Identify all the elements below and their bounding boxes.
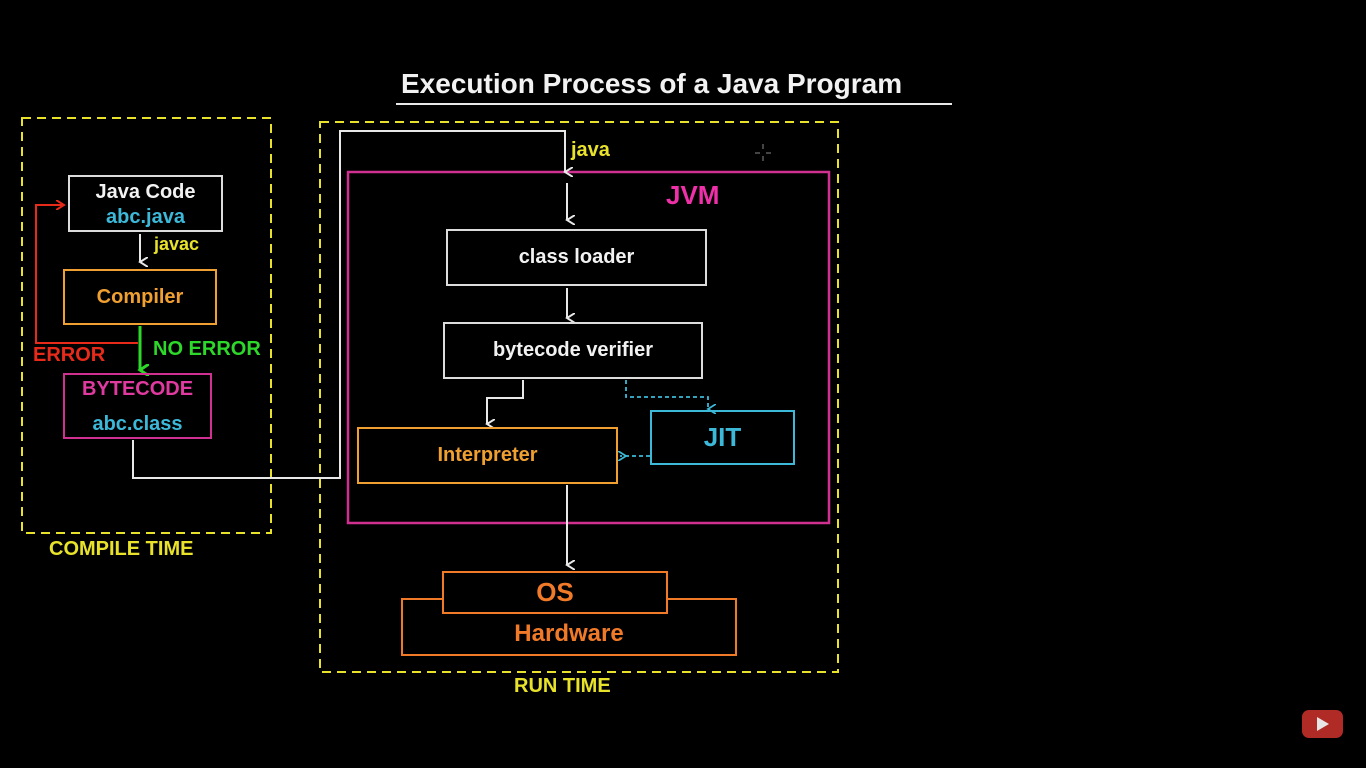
java-code-label: Java Code [95, 181, 196, 203]
os-box: OS [442, 571, 668, 614]
play-icon [1316, 717, 1329, 731]
no-error-label: NO ERROR [153, 338, 261, 360]
jvm-box [346, 170, 831, 525]
class-loader-label: class loader [518, 246, 635, 268]
hardware-label: Hardware [514, 620, 624, 647]
interpreter-label: Interpreter [437, 444, 538, 466]
compiler-box: Compiler [63, 269, 217, 325]
compile-time-region [21, 117, 272, 534]
javac-label: javac [154, 234, 200, 254]
compiler-label: Compiler [96, 285, 184, 308]
error-label: ERROR [33, 344, 106, 366]
compile-time-label: COMPILE TIME [49, 538, 194, 560]
youtube-icon[interactable] [1302, 710, 1343, 738]
page-title: Execution Process of a Java Program [401, 68, 903, 99]
interpreter-box: Interpreter [357, 427, 618, 484]
run-time-label: RUN TIME [514, 675, 611, 697]
jvm-label: JVM [666, 180, 720, 210]
java-code-box: Java Code abc.java [68, 175, 223, 232]
java-file-label: abc.java [106, 206, 185, 228]
os-label: OS [536, 577, 574, 607]
bytecode-label: BYTECODE [81, 378, 194, 400]
bytecode-verifier-label: bytecode verifier [492, 339, 654, 361]
jit-box: JIT [650, 410, 795, 465]
java-command-label: java [571, 139, 610, 161]
bytecode-verifier-box: bytecode verifier [443, 322, 703, 379]
jit-label: JIT [703, 422, 742, 452]
run-time-region [319, 121, 839, 673]
bytecode-box: BYTECODE abc.class [63, 373, 212, 439]
class-loader-box: class loader [446, 229, 707, 286]
class-file-label: abc.class [92, 413, 183, 435]
cursor-crosshair [755, 144, 771, 161]
